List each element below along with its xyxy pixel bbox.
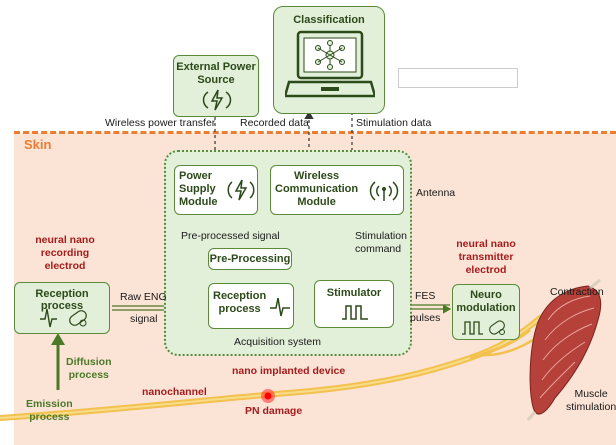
skin-boundary (14, 131, 616, 134)
blank-field (398, 68, 518, 88)
wireless-power-label: Wireless power transfer (105, 117, 216, 129)
wireless-communication-module: Wireless Communication Module (270, 165, 404, 215)
stimulation-command-line-2: command (355, 243, 402, 255)
muscle-line-2: stimulation (566, 401, 616, 413)
reception-module-inner: Reception process (208, 283, 294, 329)
reception-inner-line-1: Reception (213, 290, 267, 302)
nerve-branch-1 (469, 328, 531, 360)
stimulation-data-label: Stimulation data (356, 117, 432, 129)
power-icon (202, 89, 232, 111)
wireless-line-3: Module (297, 196, 336, 208)
nerve-highlight (0, 317, 541, 419)
diffusion-label: Diffusion process (66, 356, 112, 382)
raw-eng-label-2: signal (130, 313, 158, 325)
transmitter-line-1: neural nano (456, 238, 516, 250)
transmitter-electrode-label: neural nano transmitter electrod (446, 238, 526, 277)
muscle-line-1: Muscle (574, 388, 608, 400)
preprocessing-module: Pre-Processing (208, 248, 292, 270)
recording-line-1: neural nano (35, 234, 95, 246)
emission-line-1: Emission (26, 398, 73, 410)
pulse-train-icon (342, 305, 368, 320)
recording-electrode-label: neural nano recording electrod (20, 234, 110, 273)
pn-damage-label: PN damage (245, 405, 303, 417)
neuro-line-1: Neuro (470, 289, 502, 301)
external-power-title: External Power Source (176, 61, 256, 86)
wireless-line-2: Communication (275, 183, 359, 195)
external-power-box: External Power Source (173, 55, 259, 117)
muscle-shape (526, 278, 602, 421)
nanochannel-label: nanochannel (142, 386, 207, 398)
power-supply-module: Power Supply Module (174, 165, 258, 215)
diffusion-line-2: process (68, 369, 109, 381)
antenna-label: Antenna (416, 187, 456, 199)
power-supply-line-2: Supply (179, 183, 216, 195)
muscle-stimulation-label: Muscle stimulation (566, 388, 616, 414)
antenna-icon (369, 181, 399, 201)
contraction-label: Contraction (550, 286, 604, 298)
acquisition-system-label: Acquisition system (234, 336, 321, 348)
reception-outer-title: Reception process (35, 288, 89, 312)
implanted-device-label: nano implanted device (232, 365, 346, 377)
diffusion-line-1: Diffusion (66, 356, 112, 368)
stimulator-module: Stimulator (314, 280, 394, 328)
power-supply-line-1: Power (179, 170, 213, 182)
pn-damage-spot (264, 392, 272, 400)
skin-label: Skin (24, 137, 52, 152)
stimulator-title: Stimulator (326, 287, 382, 299)
reception-outer-icons (40, 308, 87, 328)
classification-title: Classification (293, 14, 365, 26)
neuro-modulation-icons (462, 320, 505, 335)
recorded-data-label: Recorded data (240, 117, 309, 129)
emission-label: Emission process (26, 398, 73, 424)
recording-line-2: recording (40, 247, 90, 259)
transmitter-line-2: transmitter (458, 251, 514, 263)
raw-eng-label-1: Raw ENG (120, 291, 167, 303)
power-supply-line-3: Module (179, 196, 218, 208)
reception-module-outer: Reception process (14, 282, 110, 334)
recording-line-3: electrod (44, 260, 86, 272)
emission-line-2: process (29, 411, 70, 423)
power-supply-icon (227, 179, 255, 201)
fes-label-2: pulses (410, 312, 441, 324)
neuro-modulation-module: Neuro modulation (452, 284, 520, 340)
neuro-line-2: modulation (456, 302, 516, 314)
reception-inner-line-2: process (218, 303, 261, 315)
signal-wave-icon (270, 297, 290, 317)
fes-label-1: FES (415, 290, 436, 302)
preprocessed-signal-label: Pre-processed signal (181, 230, 280, 242)
stimulation-command-label: Stimulation command (355, 230, 407, 256)
wireless-line-1: Wireless (293, 170, 340, 182)
stimulation-command-line-1: Stimulation (355, 230, 407, 242)
transmitter-line-3: electrod (465, 264, 507, 276)
laptop-icon (285, 30, 375, 98)
